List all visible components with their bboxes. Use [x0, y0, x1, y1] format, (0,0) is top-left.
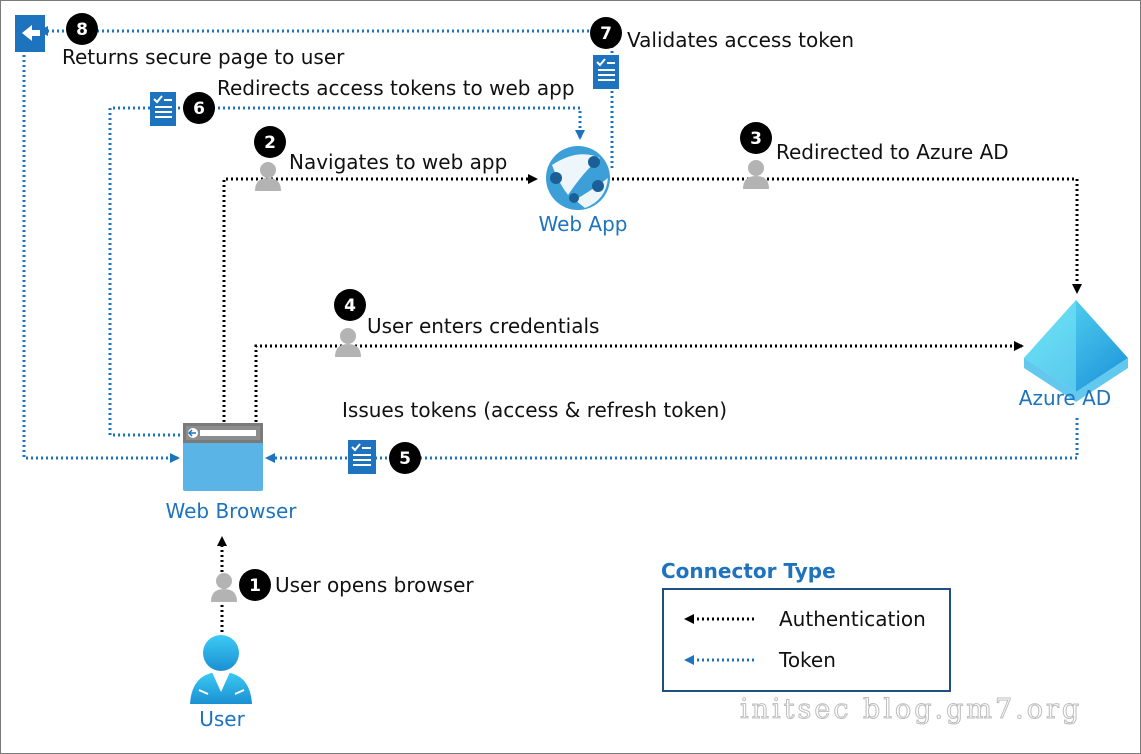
web-app-icon: [546, 146, 610, 210]
azure-ad-label: Azure AD: [1019, 386, 1111, 410]
step-number: 6: [193, 99, 205, 119]
connector-browser-to-aad: [254, 341, 1024, 422]
legend-item-token: Token: [684, 648, 836, 672]
step-label-3: Redirected to Azure AD: [776, 140, 1009, 164]
person-icon: [335, 328, 361, 357]
azure-ad-icon: [1024, 300, 1128, 402]
legend-item-authentication: Authentication: [684, 607, 926, 631]
person-icon: [255, 162, 281, 191]
legend-box: [662, 588, 951, 692]
step-badge-4: 4: [334, 289, 366, 321]
user-node: User: [190, 635, 252, 731]
connector-browser-to-webapp-token: [108, 106, 585, 437]
step-number: 2: [264, 133, 276, 153]
person-icon: [743, 160, 769, 189]
connector-browser-to-webapp: [222, 174, 538, 422]
person-icon: [211, 573, 237, 602]
connector-aad-to-browser: [265, 418, 1079, 463]
user-icon: [190, 635, 252, 704]
step-label-2: Navigates to web app: [289, 150, 507, 174]
watermark: initsec blog.gm7.org: [740, 694, 1082, 725]
step-badge-5: 5: [389, 442, 421, 474]
legend: Connector Type Authentication Token: [661, 559, 951, 692]
person-icons: [211, 160, 769, 602]
connector-return-to-browser: [22, 50, 180, 463]
step-number: 8: [76, 20, 88, 40]
step-label-8: Returns secure page to user: [62, 45, 345, 69]
step-badge-8: 8: [66, 13, 98, 45]
step-number: 1: [249, 576, 261, 596]
web-app-label: Web App: [538, 212, 627, 236]
step-badge-6: 6: [183, 92, 215, 124]
step-label-7: Validates access token: [627, 28, 854, 52]
step-number: 7: [600, 24, 612, 44]
connector-webapp-to-aad: [612, 177, 1082, 294]
web-browser-label: Web Browser: [165, 499, 297, 523]
step-badge-2: 2: [254, 126, 286, 158]
step-number: 5: [399, 449, 411, 469]
step-label-4: User enters credentials: [367, 314, 599, 338]
step-badge-7: 7: [590, 17, 622, 49]
azure-ad-node: Azure AD: [1019, 300, 1128, 410]
step-number: 4: [344, 296, 356, 316]
legend-label: Token: [778, 648, 836, 672]
step-label-5: Issues tokens (access & refresh token): [342, 398, 727, 422]
browser-window-icon: [183, 423, 263, 491]
user-label: User: [199, 707, 245, 731]
step-label-6: Redirects access tokens to web app: [217, 76, 575, 100]
token-document-icon: [593, 55, 619, 89]
step-label-1: User opens browser: [275, 573, 474, 597]
step-number: 3: [750, 129, 762, 149]
web-browser-node: Web Browser: [165, 423, 297, 523]
web-app-node: Web App: [538, 146, 628, 236]
token-document-icon: [348, 440, 376, 474]
return-arrow-icon: [15, 15, 45, 52]
legend-title: Connector Type: [661, 559, 836, 583]
step-badge-1: 1: [239, 569, 271, 601]
legend-label: Authentication: [779, 607, 926, 631]
step-badge-3: 3: [740, 122, 772, 154]
token-document-icon: [150, 92, 176, 126]
